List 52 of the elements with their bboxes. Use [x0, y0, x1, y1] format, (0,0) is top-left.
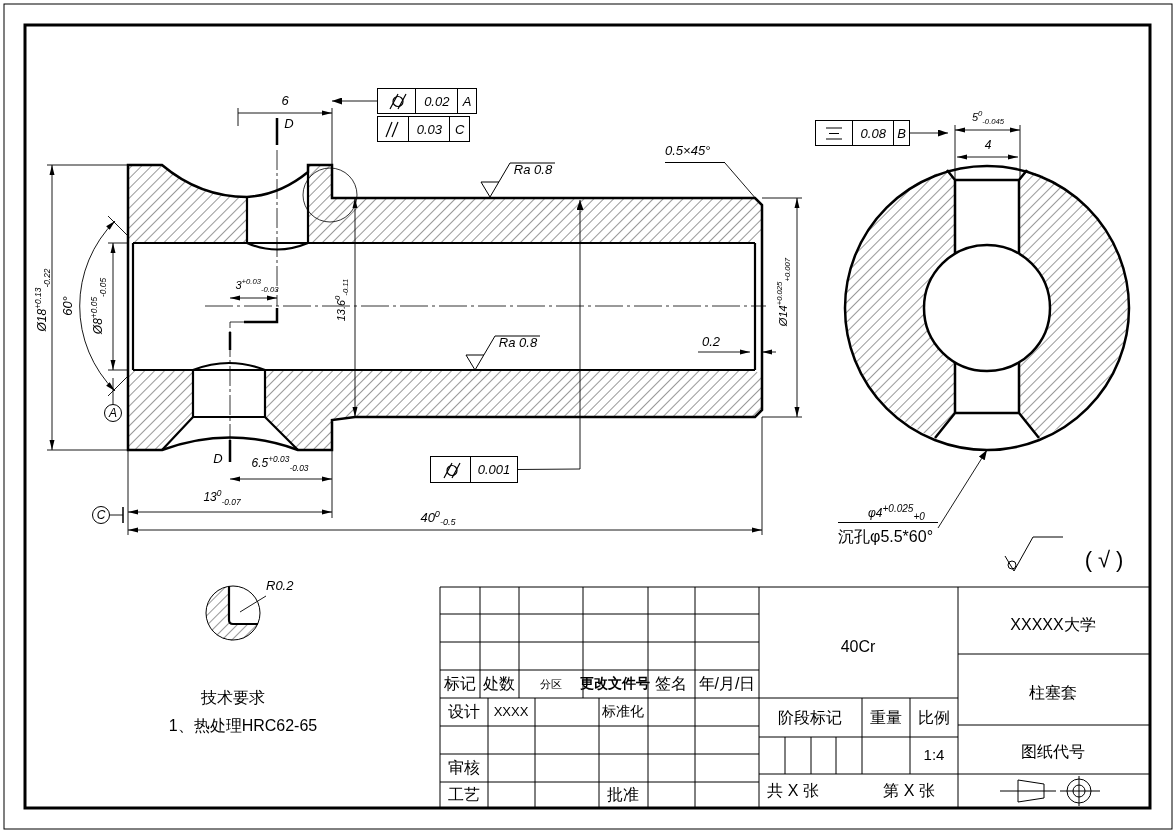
title-block-text: 共 X 张 — [767, 782, 819, 800]
roughness-text: Ra 0.8 — [513, 162, 553, 178]
title-block-text: 图纸代号 — [1021, 743, 1085, 761]
title-block-text: 柱塞套 — [1029, 684, 1077, 702]
tolerance-value: 0.02 — [424, 93, 450, 109]
section-letter: D — [284, 116, 294, 132]
cross-section-drawing — [843, 164, 1131, 452]
title-block-text: 年/月/日 — [698, 675, 756, 693]
section-letter: D — [213, 451, 223, 467]
title-block-text: 标准化 — [602, 704, 644, 720]
tolerance-frame — [430, 456, 518, 483]
title-block-text: 设计 — [448, 703, 480, 721]
title-block-text: 40Cr — [840, 638, 876, 656]
title-block-text: XXXXX大学 — [1010, 616, 1096, 634]
title-block-text: XXXX — [493, 704, 529, 720]
leader-line — [112, 377, 114, 405]
heading-text: 技术要求 — [201, 689, 265, 707]
dimension-text: 60° — [60, 296, 76, 316]
title-block-text: 更改文件号 — [580, 676, 650, 692]
hole-note-text: 沉孔φ5.5*60° — [838, 527, 935, 548]
radius-note: R0.2 — [266, 578, 304, 596]
title-block-text: 1:4 — [923, 746, 945, 764]
title-block-text: 重量 — [870, 709, 902, 727]
dimension-text: 6 — [281, 93, 289, 109]
title-block-text: 分区 — [540, 677, 562, 691]
tolerance-frame — [377, 88, 477, 114]
detail-view-drawing — [205, 585, 261, 641]
note-text: 1、热处理HRC62-65 — [168, 717, 318, 735]
title-block-text: 比例 — [918, 709, 950, 727]
dimension-text: 0.2 — [701, 334, 721, 350]
title-block-text: 审核 — [448, 759, 480, 777]
datum-letter: B — [897, 125, 906, 141]
title-block-text: 第 X 张 — [883, 782, 935, 800]
surface-finish-text: (√) — [1084, 547, 1130, 573]
datum-letter: A — [462, 93, 472, 109]
tolerance-value: 0.03 — [416, 121, 442, 137]
tolerance-frame — [377, 116, 470, 142]
datum-letter: C — [455, 121, 465, 137]
title-block-text: 批准 — [607, 786, 639, 804]
part-section-drawing — [126, 163, 764, 452]
title-block-text: 工艺 — [448, 786, 480, 804]
roughness-text: Ra 0.8 — [498, 335, 538, 351]
title-block-text: 签名 — [655, 675, 687, 693]
tolerance-value: 0.001 — [477, 462, 511, 477]
tolerance-frame — [815, 120, 910, 146]
dimension-text: 4 — [984, 139, 992, 153]
title-block-text: 阶段标记 — [778, 709, 842, 727]
title-block-text: 标记 — [444, 675, 476, 693]
chamfer-note: 0.5×45° — [665, 143, 725, 163]
tolerance-value: 0.08 — [860, 125, 886, 141]
leader-line — [239, 595, 267, 613]
title-block-text: 处数 — [483, 675, 515, 693]
